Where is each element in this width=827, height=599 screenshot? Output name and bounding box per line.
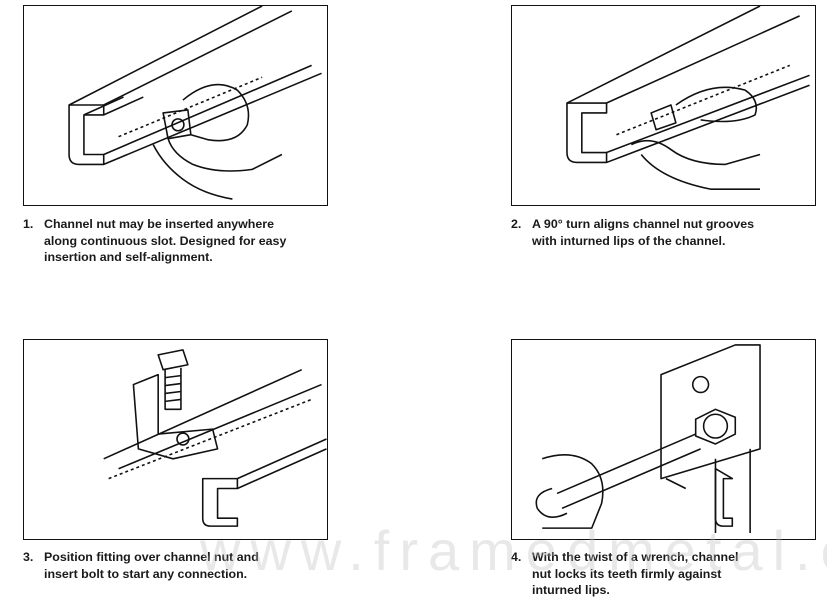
watermark-text: www.framedmetal.com xyxy=(200,519,827,582)
step-text: Channel nut may be inserted anywhere alo… xyxy=(44,217,287,264)
illustration-turn-nut xyxy=(511,5,816,206)
step-number: 4. xyxy=(511,550,522,564)
step-text: A 90° turn aligns channel nut grooves wi… xyxy=(532,217,755,248)
channel-turn-drawing xyxy=(566,6,810,190)
step-text: Position fitting over channel nut and in… xyxy=(44,550,259,581)
wrench-drawing xyxy=(535,344,761,534)
fitting-bolt-drawing xyxy=(103,349,327,527)
channel-insert-drawing xyxy=(68,6,322,200)
step-number: 3. xyxy=(23,550,34,564)
step-text: With the twist of a wrench, channel nut … xyxy=(532,550,739,597)
step-caption-2: 2. A 90° turn aligns channel nut grooves… xyxy=(511,216,811,252)
step-caption-1: 1. Channel nut may be inserted anywhere … xyxy=(23,216,323,268)
illustration-position-fitting xyxy=(23,339,328,540)
step-number: 2. xyxy=(511,217,522,231)
illustration-insert-nut xyxy=(23,5,328,206)
step-caption-4: 4. With the twist of a wrench, channel n… xyxy=(511,549,811,597)
step-number: 1. xyxy=(23,217,34,231)
illustration-wrench-tighten xyxy=(511,339,816,540)
step-caption-3: 3. Position fitting over channel nut and… xyxy=(23,549,323,585)
